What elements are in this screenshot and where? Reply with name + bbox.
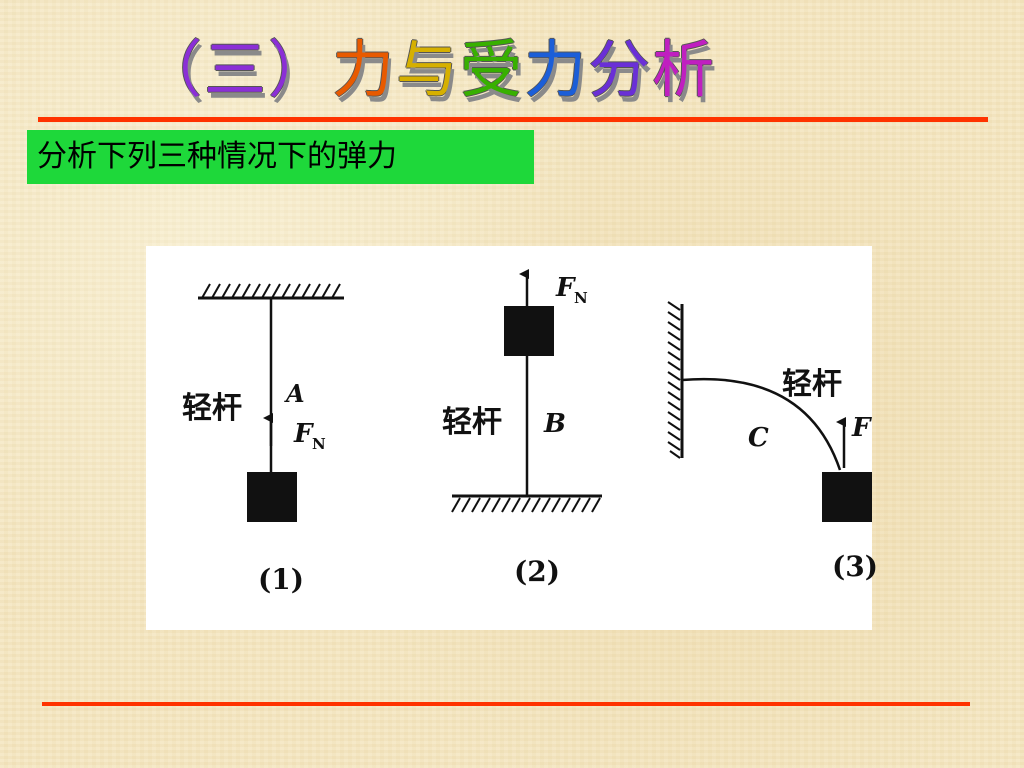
point-label-a: A <box>284 379 305 408</box>
panel-1: 轻杆 A F N (1) <box>182 283 344 596</box>
caption-3: (3) <box>832 550 878 583</box>
wall-hatching <box>667 301 681 459</box>
title-char-4: 力 <box>524 33 589 106</box>
rod-label-3: 轻杆 <box>782 367 842 402</box>
force-sub-2: N <box>574 289 588 307</box>
block-3 <box>822 472 872 522</box>
title-char-6: 析 <box>652 33 717 106</box>
force-label-1: F <box>293 419 314 449</box>
subtitle-banner: 分析下列三种情况下的弹力 <box>27 130 534 184</box>
rod-label-2: 轻杆 <box>442 405 502 440</box>
title-char-1: 力 <box>332 33 397 106</box>
caption-2: (2) <box>514 555 560 588</box>
point-label-b: B <box>543 409 566 439</box>
rod-label-1: 轻杆 <box>182 391 242 426</box>
force-label-2: F <box>555 273 576 303</box>
top-divider <box>38 117 988 122</box>
slide-title: （三）力与受力分析 <box>140 30 880 110</box>
panel-2: 轻杆 B F N (2) <box>442 269 602 588</box>
block-2 <box>504 306 554 356</box>
point-label-c: C <box>748 423 769 453</box>
diagram-figure: 轻杆 A F N (1) 轻杆 B F N <box>146 246 878 630</box>
title-char-2: 与 <box>396 33 461 106</box>
ceiling-hatching <box>201 283 341 299</box>
diagram-svg: 轻杆 A F N (1) 轻杆 B F N <box>182 269 878 596</box>
title-part-number: （三） <box>140 33 333 106</box>
title-char-3: 受 <box>460 33 525 106</box>
force-label-3: F <box>851 413 872 443</box>
curved-light-rod-c <box>681 377 842 471</box>
bottom-divider <box>42 702 970 706</box>
block-1 <box>247 472 297 522</box>
floor-hatching <box>451 497 601 513</box>
panel-3: 轻杆 C F (3) <box>667 301 878 583</box>
force-sub-1: N <box>312 435 326 453</box>
title-char-5: 分 <box>588 33 653 106</box>
caption-1: (1) <box>258 563 304 596</box>
